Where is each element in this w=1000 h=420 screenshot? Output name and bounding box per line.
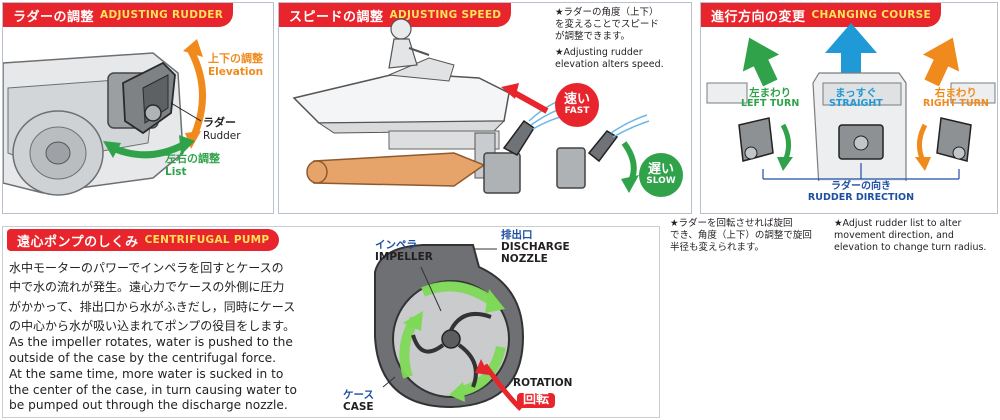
course-illustration [706, 23, 996, 189]
list-label: 左右の調整 List [165, 152, 220, 178]
course-note-en: ★Adjust rudder list to alter movement di… [834, 218, 1000, 254]
rudder-illustration [3, 39, 206, 196]
elevation-label-en: Elevation [208, 65, 264, 78]
speed-panel: スピードの調整 ADJUSTING SPEED ★ラダーの角度（上下） を変える… [278, 2, 692, 214]
speed-note-en-1: ★Adjusting rudder [555, 46, 643, 58]
fast-badge-en: FAST [564, 106, 590, 117]
case-label-jp: ケース [343, 389, 374, 401]
right-turn-label-en: RIGHT TURN [923, 98, 989, 110]
right-turn-label-jp: 右まわり [934, 87, 977, 99]
rudder-direction-jp: ラダーの向き [831, 181, 891, 192]
pump-text-jp-line-4: の中心から水が吸い込まれてポンプの役目をします。 [9, 319, 296, 334]
pump-panel-title: 遠心ポンプのしくみ CENTRIFUGAL PUMP [7, 229, 280, 251]
case-label-en: CASE [343, 401, 374, 414]
rudder-direction-en: RUDDER DIRECTION [807, 191, 915, 203]
speed-title-en: ADJUSTING SPEED [389, 9, 502, 21]
elevation-label-jp: 上下の調整 [208, 52, 263, 65]
course-note-jp-2: でき、角度（上下）の調整で旋回 [670, 229, 812, 241]
pump-title-jp: 遠心ポンプのしくみ [17, 234, 139, 250]
left-turn-label-jp: 左まわり [749, 87, 792, 99]
course-title-jp: 進行方向の変更 [711, 9, 806, 25]
impeller-label-jp: インペラ [375, 239, 417, 251]
list-label-jp: 左右の調整 [165, 152, 220, 165]
pump-illustration [374, 244, 525, 411]
discharge-label: 排出口 DISCHARGE NOZZLE [501, 229, 570, 265]
pump-text-en-line-3: At the same time, more water is sucked i… [9, 366, 284, 381]
elevation-label: 上下の調整 Elevation [208, 52, 264, 78]
speed-note-jp-3: が調整できます。 [555, 30, 631, 42]
rudder-panel: ラダーの調整 ADJUSTING RUDDER 上下の調整 Elevation … [2, 2, 274, 214]
list-label-en: List [165, 165, 187, 178]
slow-badge: 遅い SLOW [639, 153, 683, 197]
speed-note-jp-1: ★ラダーの角度（上下） [555, 7, 659, 18]
pump-text-en-line-5: be pumped out through the discharge nozz… [9, 398, 288, 413]
rotation-label-jp: 回転 [517, 392, 556, 408]
course-note-jp-3: 半径も変えられます。 [670, 241, 765, 253]
speed-note: ★ラダーの角度（上下） を変えることでスピード が調整できます。 ★Adjust… [555, 7, 691, 70]
rotation-label-en: ROTATION [513, 377, 573, 389]
pump-text-en-line-1: As the impeller rotates, water is pushed… [9, 335, 293, 349]
pump-text-en: As the impeller rotates, water is pushed… [9, 335, 339, 414]
pump-text-jp-line-1: 水中モーターのパワーでインペラを回すとケースの [9, 261, 284, 275]
speed-illustration [292, 18, 650, 194]
rudder-title-en: ADJUSTING RUDDER [100, 9, 224, 21]
impeller-label-en: IMPELLER [375, 251, 433, 264]
rudder-panel-title: ラダーの調整 ADJUSTING RUDDER [3, 3, 234, 27]
course-panel: 進行方向の変更 CHANGING COURSE 左まわり [700, 2, 998, 214]
course-note-en-1: ★Adjust rudder list to alter [834, 218, 962, 229]
rudder-title-jp: ラダーの調整 [13, 9, 95, 25]
pump-text-en-line-4: the center of the case, in turn causing … [9, 382, 297, 397]
case-label: ケース CASE [343, 389, 374, 413]
pump-panel: 遠心ポンプのしくみ CENTRIFUGAL PUMP 水中モーターのパワーでイン… [2, 226, 660, 418]
straight-label-jp: まっすぐ [835, 87, 877, 99]
pump-text-jp: 水中モーターのパワーでインペラを回すとケースの 中で水の流れが発生。遠心力でケー… [9, 259, 339, 337]
discharge-label-en-1: DISCHARGE [501, 241, 570, 254]
course-title-en: CHANGING COURSE [811, 9, 931, 21]
speed-title-jp: スピードの調整 [289, 9, 384, 25]
discharge-label-en-2: NOZZLE [501, 253, 548, 266]
course-note-jp: ★ラダーを回転させれば旋回 でき、角度（上下）の調整で旋回 半径も変えられます。 [670, 218, 832, 254]
course-panel-title: 進行方向の変更 CHANGING COURSE [701, 3, 941, 27]
discharge-label-jp: 排出口 [501, 229, 533, 241]
speed-note-jp-2: を変えることでスピード [555, 18, 659, 30]
rudder-label-jp: ラダー [203, 116, 236, 129]
speed-note-en-2: elevation alters speed. [555, 58, 664, 70]
straight-label-en: STRAIGHT [829, 98, 883, 110]
fast-badge-jp: 速い [563, 92, 590, 108]
course-note-jp-1: ★ラダーを回転させれば旋回 [670, 218, 793, 229]
pump-text-jp-line-2: 中で水の流れが発生。遠心力でケースの外側に圧力 [9, 280, 285, 295]
course-note-en-3: elevation to change turn radius. [834, 241, 987, 253]
course-note-en-2: movement direction, and [834, 229, 954, 241]
rudder-label: ラダー Rudder [203, 116, 241, 142]
rudder-direction-label: ラダーの向き RUDDER DIRECTION [801, 181, 921, 204]
left-turn-label-en: LEFT TURN [741, 98, 800, 110]
impeller-label: インペラ IMPELLER [375, 239, 433, 263]
left-turn-label: 左まわり LEFT TURN [741, 87, 799, 110]
slow-badge-jp: 遅い [647, 162, 674, 178]
pump-text-jp-line-3: がかかって、排出口から水がふきだし，同時にケース [9, 299, 296, 314]
slow-badge-en: SLOW [646, 176, 676, 187]
straight-label: まっすぐ STRAIGHT [829, 87, 883, 110]
pump-text-en-line-2: outside of the case by the centrifugal f… [9, 350, 277, 365]
rudder-label-en: Rudder [203, 129, 241, 142]
pump-title-en: CENTRIFUGAL PUMP [144, 234, 270, 246]
right-turn-label: 右まわり RIGHT TURN [923, 87, 989, 110]
fast-badge: 速い FAST [555, 83, 599, 127]
